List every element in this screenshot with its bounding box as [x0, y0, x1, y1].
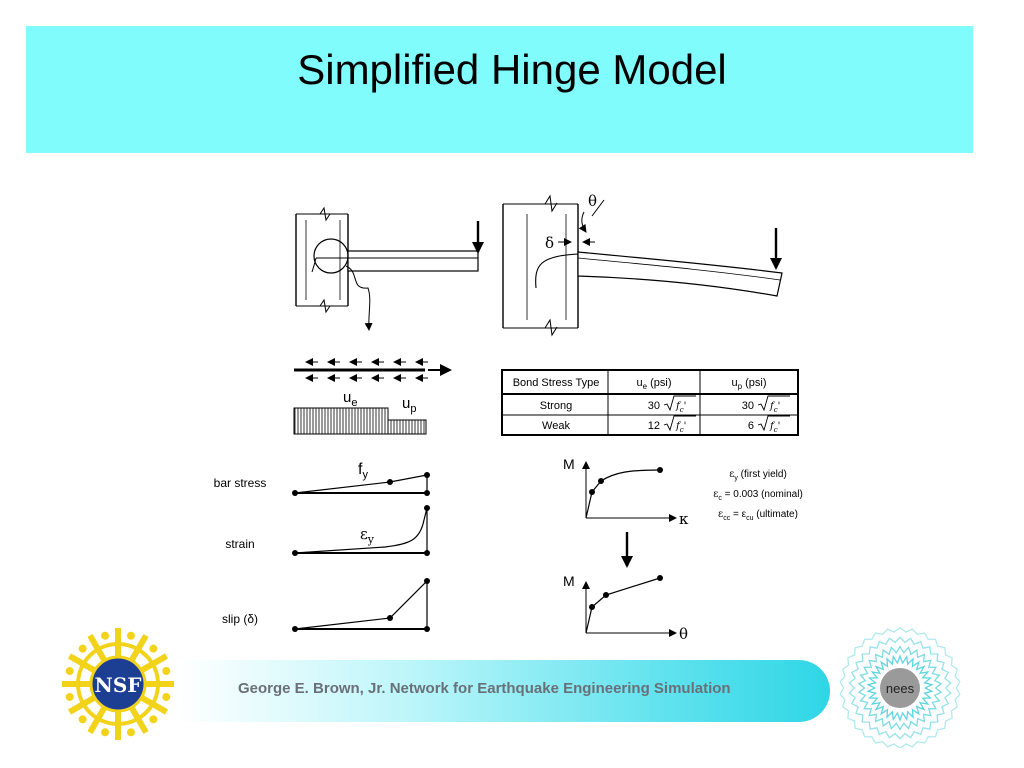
- nsf-ray-dot: [65, 692, 74, 701]
- epsilon-y-label: εy: [360, 525, 375, 546]
- nsf-ray-dot: [149, 715, 158, 724]
- sqrt-sign: [757, 395, 790, 412]
- nees-logo-text: nees: [886, 681, 915, 696]
- nsf-ray-dot: [162, 692, 171, 701]
- nsf-ray-dot: [126, 631, 135, 640]
- nees-ring: [839, 627, 961, 748]
- sqrt-fc-cells: fc' fc' fc' fc': [663, 395, 790, 434]
- moment-curvature-plot: M κ εy (first yield) εc = 0.003 (nominal…: [563, 456, 803, 528]
- bar-bond-schematic: ue up: [293, 358, 452, 435]
- fc-term: fc': [769, 421, 780, 434]
- nsf-ring: [76, 642, 160, 726]
- nsf-ray-dot: [65, 667, 74, 676]
- delta-label: δ: [545, 234, 554, 252]
- nees-ring: [848, 636, 952, 740]
- table-row-strong-up: 30: [742, 400, 754, 412]
- mk-x-label: κ: [679, 510, 689, 528]
- nsf-ray-dot: [101, 728, 110, 737]
- strain-label: strain: [225, 537, 254, 551]
- theta-label: θ: [588, 192, 597, 210]
- note-nominal: εc = 0.003 (nominal): [713, 489, 803, 502]
- fc-term: fc': [769, 401, 780, 414]
- fy-label: fy: [358, 461, 368, 481]
- nsf-ray-dot: [149, 644, 158, 653]
- nsf-ray-dot: [78, 715, 87, 724]
- note-ultimate: εcc = εcu (ultimate): [718, 509, 798, 522]
- nsf-logo: NSF: [62, 628, 174, 740]
- nees-rings: [839, 627, 961, 748]
- nees-ring: [866, 654, 934, 722]
- sqrt-sign: [757, 415, 790, 432]
- table-row-weak-ue: 12: [648, 420, 660, 432]
- footer-text: George E. Brown, Jr. Network for Earthqu…: [238, 680, 731, 697]
- ue-label: ue: [343, 389, 357, 409]
- footer-band: [178, 660, 830, 722]
- table-row-strong-type: Strong: [540, 400, 572, 412]
- up-label: up: [402, 395, 416, 415]
- joint-schematic-right: θ δ: [502, 192, 783, 337]
- sqrt-sign: [663, 415, 696, 432]
- mr-x-label: θ: [679, 625, 688, 643]
- nees-ring: [857, 645, 943, 731]
- nsf-ray-dot: [78, 644, 87, 653]
- bar-stress-label: bar stress: [214, 476, 267, 490]
- title-band: [26, 26, 973, 153]
- fc-term: fc': [675, 421, 686, 434]
- table-row-strong-ue: 30: [648, 400, 660, 412]
- mr-y-label: M: [563, 573, 575, 589]
- nees-logo: nees: [839, 627, 961, 748]
- bond-stress-table: Bond Stress Type ue (psi) up (psi) Stron…: [501, 369, 799, 436]
- slide-title: Simplified Hinge Model: [297, 46, 727, 93]
- fc-term: fc': [675, 401, 686, 414]
- nsf-ray-dot: [126, 728, 135, 737]
- table-header-up: up (psi): [731, 377, 766, 391]
- slip-label: slip (δ): [222, 612, 258, 626]
- mk-y-label: M: [563, 456, 575, 472]
- table-row-weak-up: 6: [748, 420, 754, 432]
- nsf-ray-dot: [101, 631, 110, 640]
- nsf-logo-text: NSF: [95, 673, 142, 697]
- moment-rotation-plot: M θ: [563, 573, 688, 643]
- sqrt-sign: [663, 395, 696, 412]
- note-first-yield: εy (first yield): [729, 469, 787, 482]
- joint-schematic-left: [295, 206, 484, 331]
- nsf-ray-dot: [162, 667, 171, 676]
- table-header-ue: ue (psi): [636, 377, 671, 391]
- table-header-type: Bond Stress Type: [513, 377, 600, 389]
- distribution-plots: bar stress fy strain εy slip (δ): [214, 461, 430, 632]
- table-row-weak-type: Weak: [542, 420, 570, 432]
